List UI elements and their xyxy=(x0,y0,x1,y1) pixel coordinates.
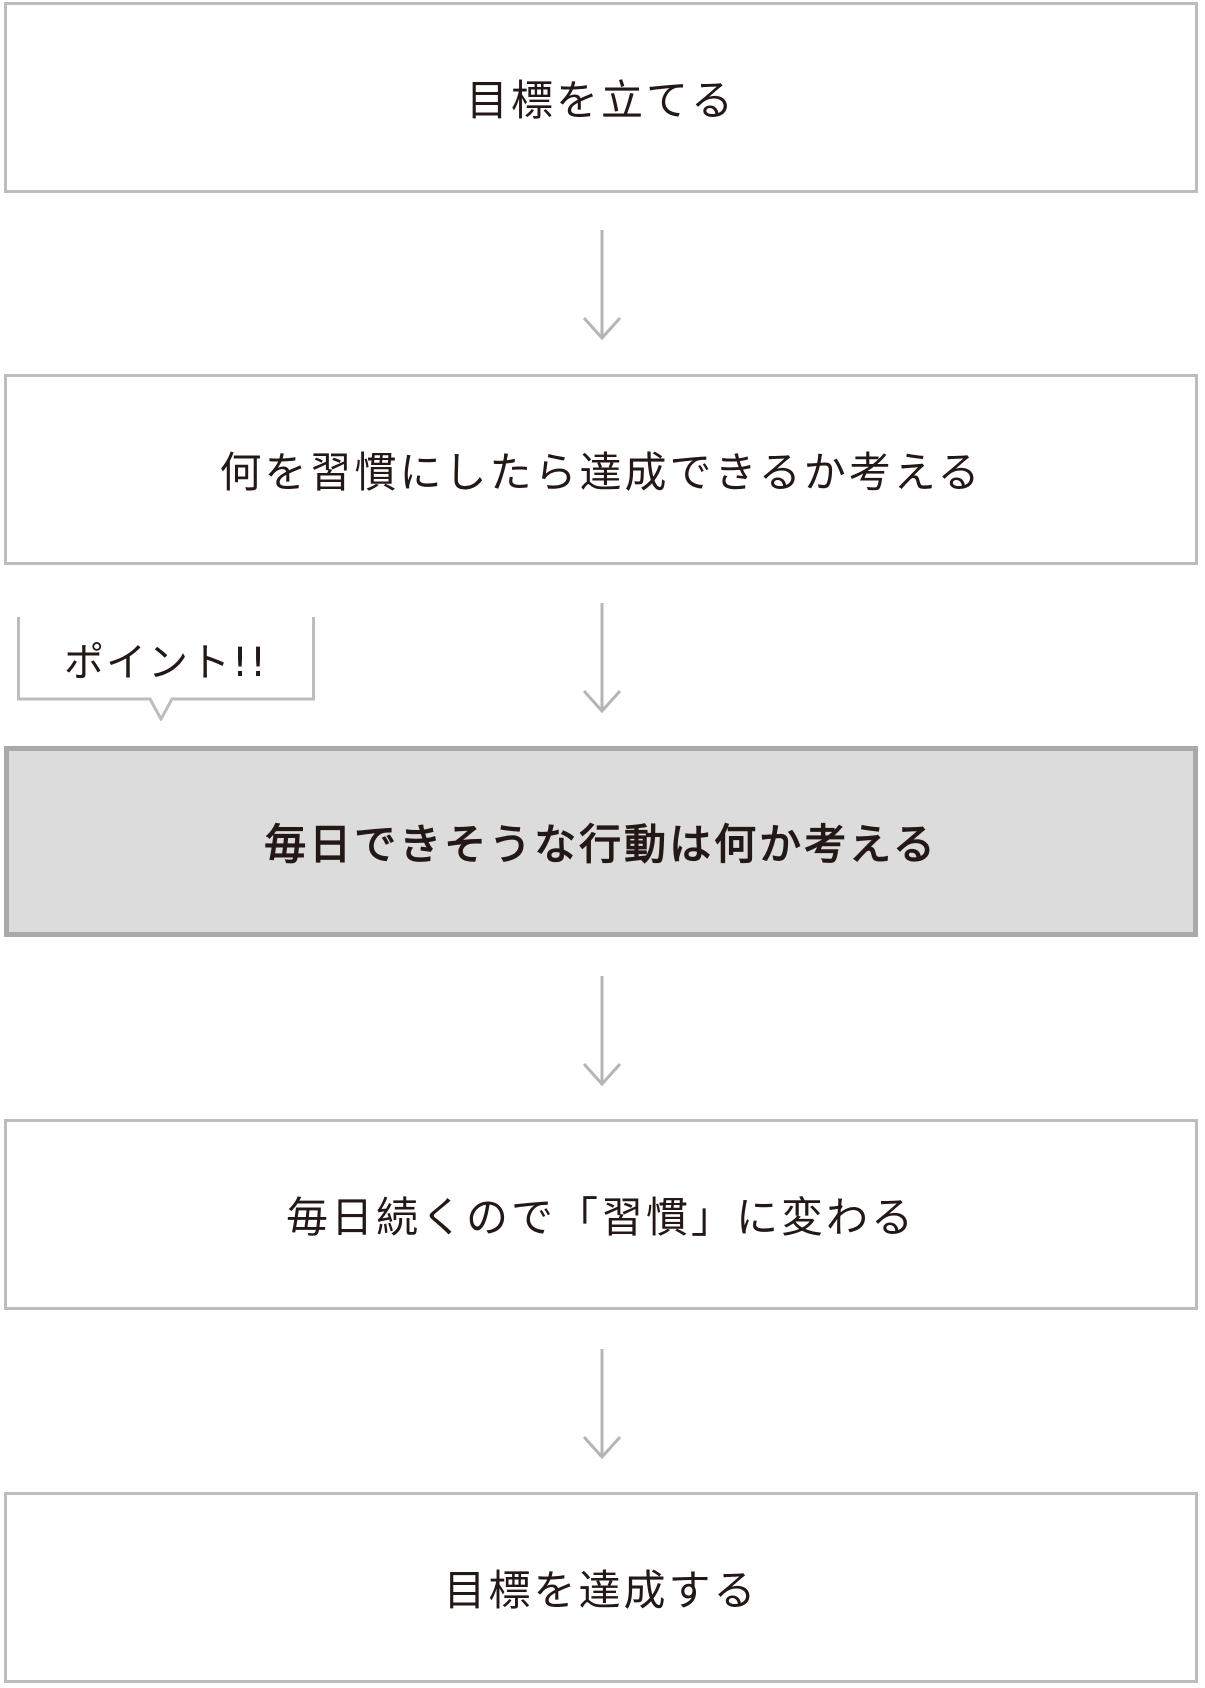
step-label: 目標を達成する xyxy=(443,1566,759,1615)
down-arrow-icon xyxy=(582,230,622,341)
step-label: 毎日できそうな行動は何か考える xyxy=(264,820,938,869)
callout-bubble-shape xyxy=(17,617,315,721)
step-label: 目標を立てる xyxy=(465,76,736,125)
step-label: 何を習慣にしたら達成できるか考える xyxy=(219,448,983,497)
step-box-4: 毎日続くので「習慣」に変わる xyxy=(4,1119,1198,1310)
down-arrow-icon xyxy=(582,1349,622,1460)
down-arrow-icon xyxy=(582,976,622,1087)
step-box-3-highlighted: 毎日できそうな行動は何か考える xyxy=(4,746,1198,937)
step-box-1: 目標を立てる xyxy=(4,2,1198,193)
step-box-2: 何を習慣にしたら達成できるか考える xyxy=(4,374,1198,565)
callout-label: ポイント!! xyxy=(63,640,269,686)
down-arrow-icon xyxy=(582,603,622,714)
step-box-5: 目標を達成する xyxy=(4,1492,1198,1683)
point-callout: ポイント!! xyxy=(17,617,315,721)
step-label: 毎日続くので「習慣」に変わる xyxy=(285,1193,916,1242)
